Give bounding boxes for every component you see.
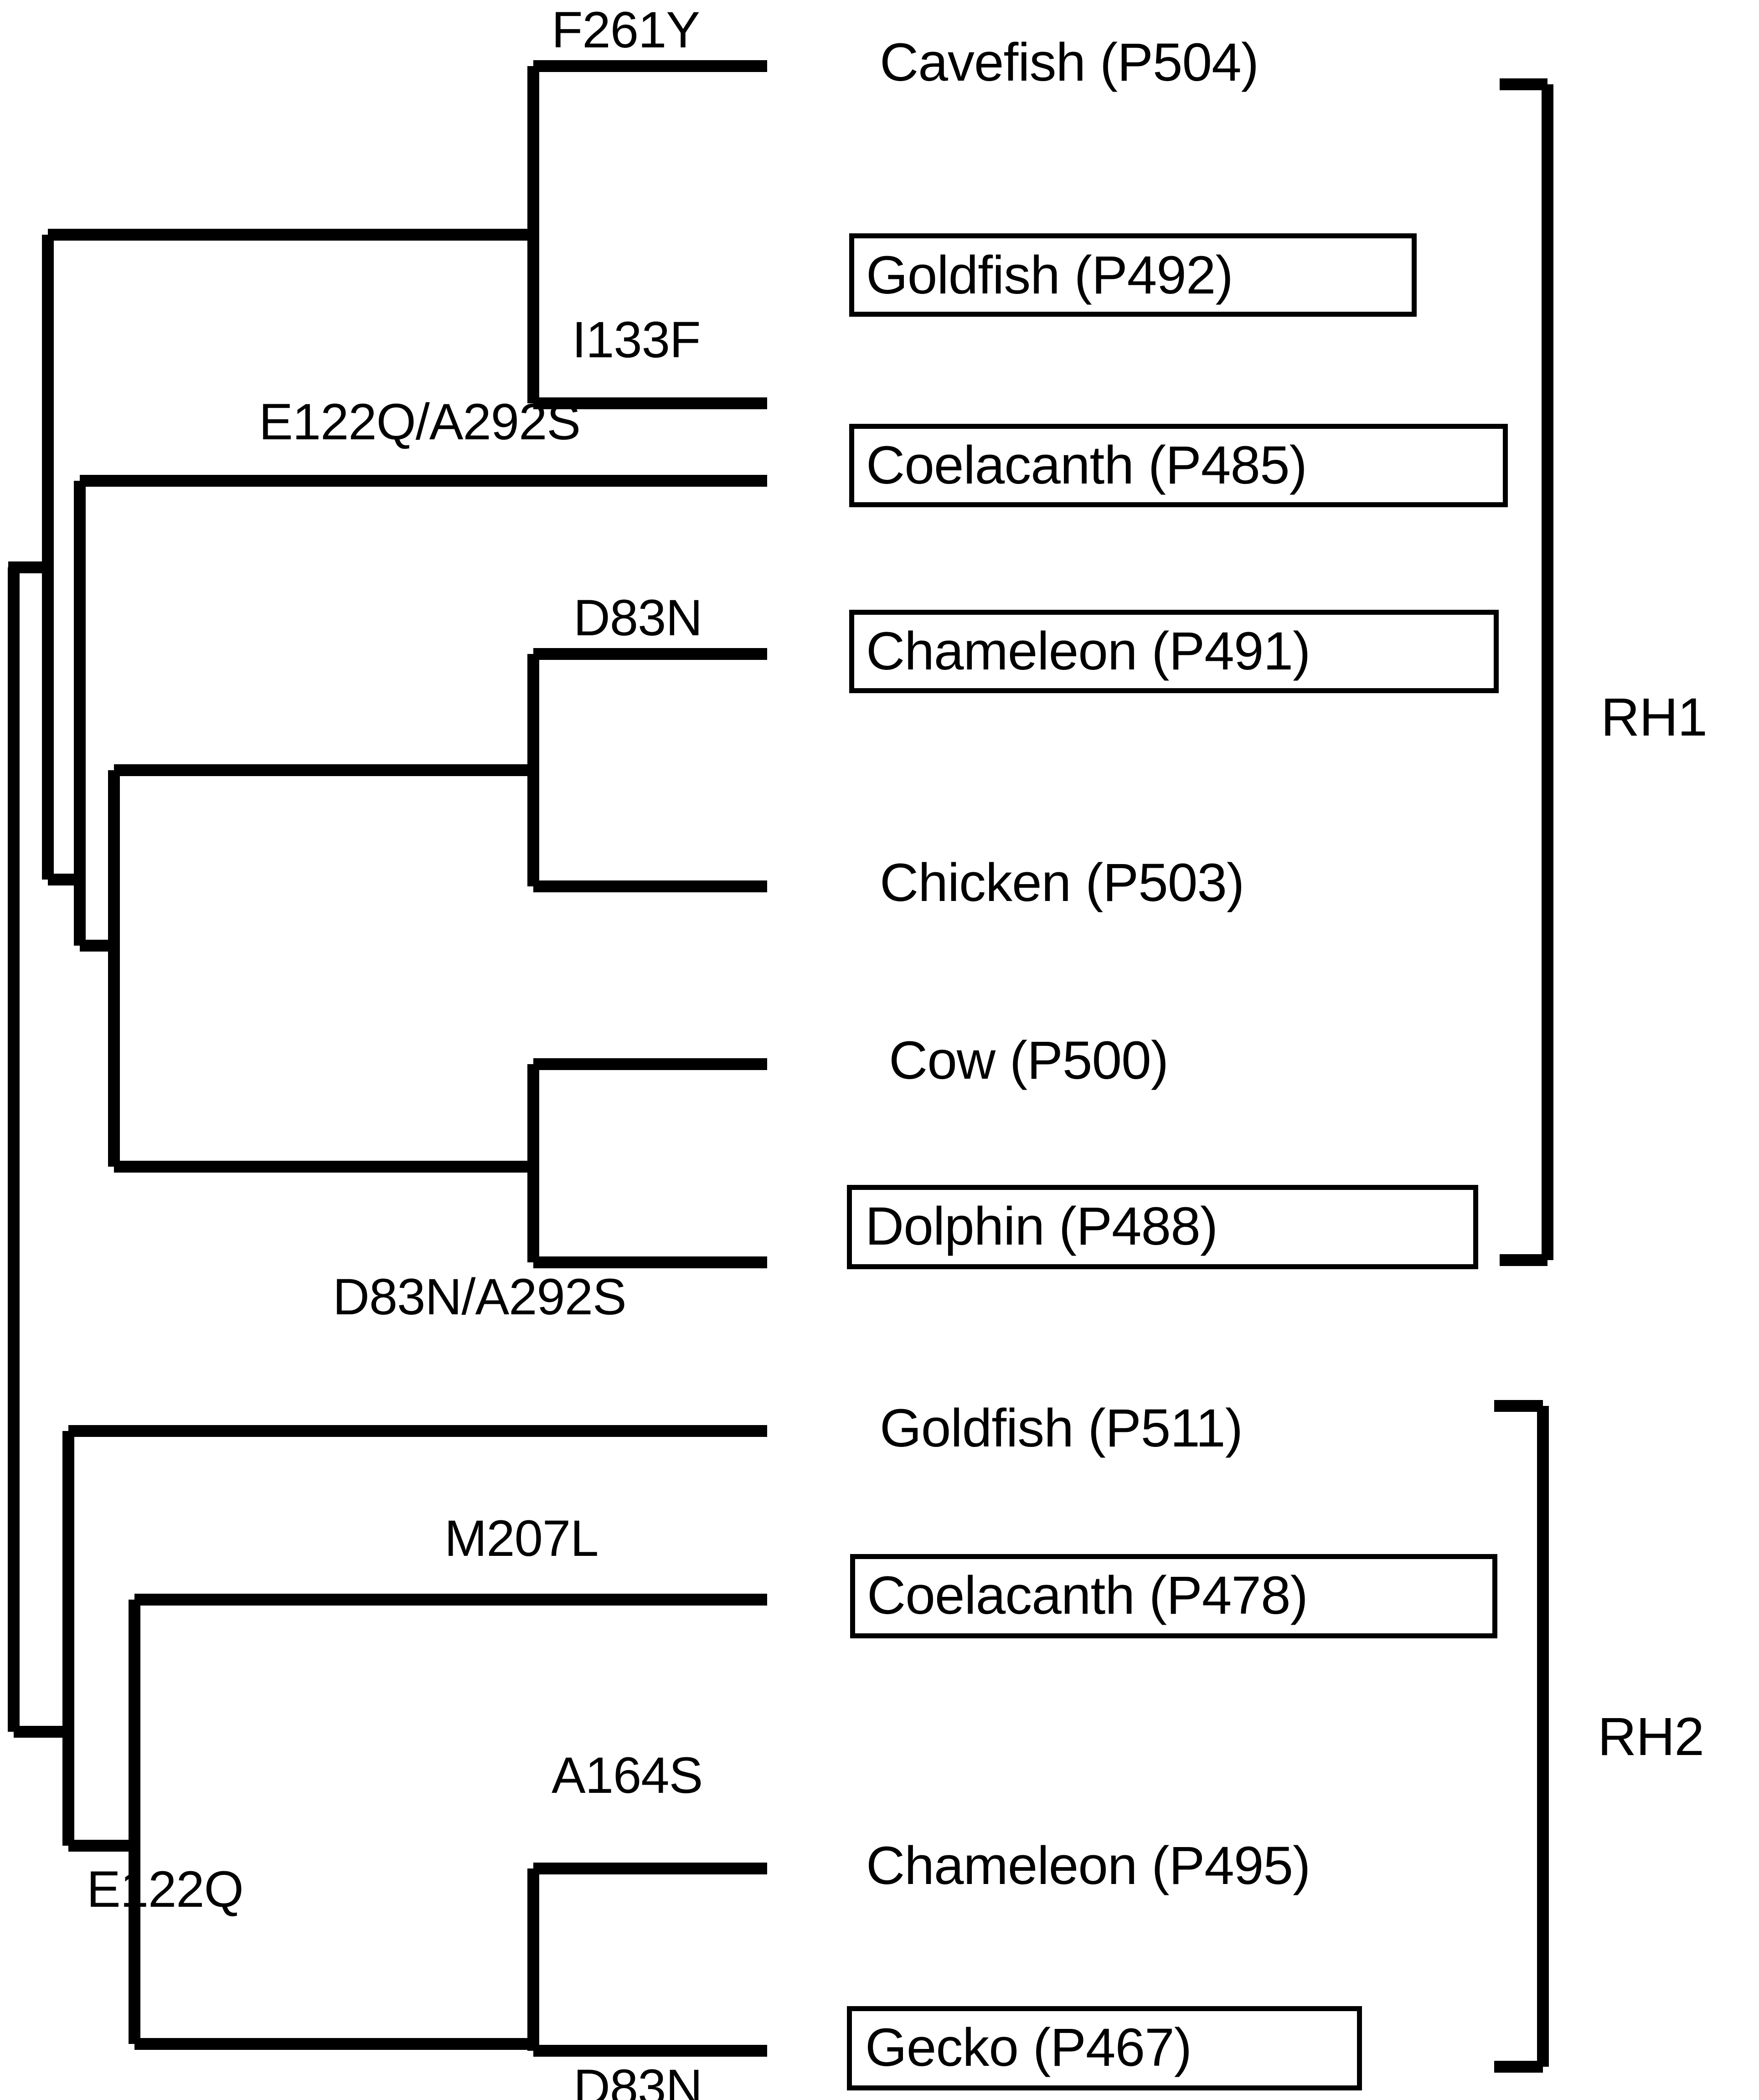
mutation-label-d83n-rh1: D83N xyxy=(573,589,702,646)
taxon-box-coelacanth-p485 xyxy=(849,424,1508,507)
taxon-label-gecko-p467: Gecko (P467) xyxy=(865,2018,1192,2078)
taxon-label-cavefish-p504: Cavefish (P504) xyxy=(880,32,1259,93)
taxon-label-goldfish-p511: Goldfish (P511) xyxy=(880,1398,1243,1458)
clade-label-rh1: RH1 xyxy=(1601,687,1707,747)
taxon-label-chameleon-p491: Chameleon (P491) xyxy=(866,621,1310,681)
mutation-label-i133f: I133F xyxy=(572,311,701,368)
taxon-label-goldfish-p492: Goldfish (P492) xyxy=(866,245,1233,305)
taxon-box-dolphin-p488 xyxy=(847,1185,1478,1269)
mutation-label-d83n-a292s: D83N/A292S xyxy=(333,1268,627,1325)
mutation-label-a164s: A164S xyxy=(552,1747,703,1804)
taxon-label-coelacanth-p478: Coelacanth (P478) xyxy=(867,1565,1308,1626)
mutation-label-d83n-rh2: D83N xyxy=(573,2059,702,2100)
mutation-label-m207l: M207L xyxy=(444,1510,598,1567)
taxon-label-chicken-p503: Chicken (P503) xyxy=(880,853,1244,913)
taxon-box-coelacanth-p478 xyxy=(850,1554,1497,1638)
taxon-label-chameleon-p495: Chameleon (P495) xyxy=(866,1836,1310,1896)
taxon-label-dolphin-p488: Dolphin (P488) xyxy=(865,1196,1218,1256)
taxon-box-gecko-p467 xyxy=(847,2006,1362,2090)
taxon-box-goldfish-p492 xyxy=(849,233,1417,317)
mutation-label-e122q: E122Q xyxy=(87,1861,244,1918)
mutation-label-f261y: F261Y xyxy=(552,1,700,58)
mutation-label-e122q-a292s: E122Q/A292S xyxy=(259,393,581,450)
clade-label-rh2: RH2 xyxy=(1598,1707,1704,1767)
taxon-label-cow-p500: Cow (P500) xyxy=(889,1030,1169,1091)
taxon-box-chameleon-p491 xyxy=(849,610,1499,693)
taxon-label-coelacanth-p485: Coelacanth (P485) xyxy=(866,435,1307,495)
